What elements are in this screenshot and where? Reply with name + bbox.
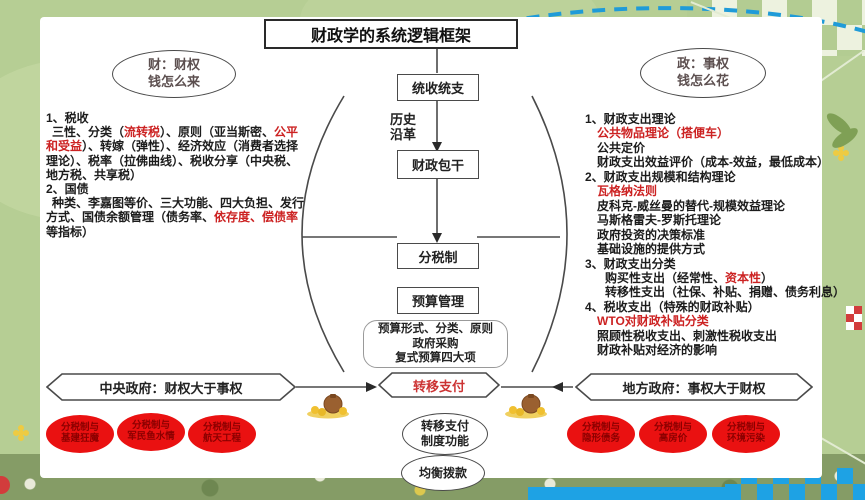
- right-note-line: 瓦格纳法则: [597, 184, 658, 199]
- page-title: 财政学的系统逻辑框架: [264, 19, 518, 49]
- spending-oval: 政：事权 钱怎么花: [640, 48, 766, 98]
- red-checker-decoration: [846, 306, 862, 330]
- right-note-line: 政府投资的决策标准: [597, 227, 706, 242]
- text-run-red: 公平和受益: [46, 125, 299, 154]
- hexagon-shape: [575, 373, 813, 401]
- red-oval-line: 基建狂魔: [60, 433, 99, 444]
- left-note-heading-tax: 1、税收: [46, 111, 89, 125]
- budget-note-line3: 复式预算四大项: [395, 352, 476, 365]
- red-oval-line: 军民鱼水情: [127, 431, 175, 442]
- left-notes-block: 1、税收 三性、分类（流转税）、原则（亚当斯密、公平和受益）、转嫁（弹性）、经济…: [46, 111, 304, 239]
- red-oval-line: 分税制与: [726, 422, 765, 434]
- right-note-line: 财政支出效益评价（成本-效益，最低成本）: [597, 155, 829, 170]
- left-note-heading-debt: 2、国债: [46, 182, 89, 197]
- budget-note-box: 预算形式、分类、原则 政府采购 复式预算四大项: [363, 320, 508, 368]
- red-oval-line: 隐形债务: [581, 433, 620, 444]
- flower-icon: [838, 150, 844, 156]
- right-note-line: WTO对财政补贴分类: [597, 314, 709, 329]
- right-note-line: 马斯格雷夫-罗斯托理论: [597, 213, 721, 228]
- hexagon-shape: [46, 373, 296, 401]
- red-oval-line: 分税制与: [60, 422, 99, 434]
- text-run: ）、原则（亚当斯密、: [160, 125, 275, 140]
- red-dot-decoration: [0, 476, 10, 494]
- page-title-text: 财政学的系统逻辑框架: [310, 28, 471, 45]
- right-note-line: 4、税收支出（特殊的财政补贴）: [585, 299, 760, 314]
- flower-icon: [18, 430, 24, 436]
- history-label-line1: 历史: [390, 112, 417, 127]
- red-oval-aerospace: 分税制与 航天工程: [188, 415, 256, 453]
- flow-node-label: 财政包干: [411, 158, 464, 173]
- right-note-line: 财政补贴对经济的影响: [597, 343, 718, 358]
- flow-node-fiscal-contract: 财政包干: [397, 150, 479, 179]
- red-oval-line: 环境污染: [726, 433, 765, 444]
- central-government-banner-label: 中央政府：财权大于事权: [99, 380, 243, 396]
- right-note-line: 1、财政支出理论: [585, 112, 676, 126]
- local-government-banner-label: 地方政府：事权大于财权: [622, 380, 766, 396]
- right-note-line: 购买性支出（经常性、资本性）: [585, 271, 825, 285]
- right-note-line: 公共物品理论（搭便车）: [597, 126, 730, 141]
- flow-node-unified-revenue: 统收统支: [397, 74, 479, 101]
- blue-bar-decoration: [528, 487, 733, 500]
- red-oval-military: 分税制与 军民鱼水情: [117, 413, 185, 451]
- local-government-banner: 地方政府：事权大于财权: [575, 373, 813, 401]
- right-note-line: 照顾性税收支出、刺激性税收支出: [597, 328, 778, 343]
- revenue-oval-line2: 钱怎么来: [147, 74, 200, 89]
- revenue-oval: 财：财权 钱怎么来: [112, 50, 236, 98]
- history-label-line2: 沿革: [390, 127, 417, 143]
- left-note-tax-details: 三性、分类（流转税）、原则（亚当斯密、公平和受益）、转嫁（弹性）、经济效应（消费…: [46, 125, 304, 182]
- text-run-red: 资本性: [725, 270, 762, 285]
- text-run: 购买性支出（经常性、: [605, 270, 726, 285]
- text-run: 三性、分类（: [52, 125, 125, 140]
- budget-note-line2: 政府采购: [412, 337, 459, 350]
- budget-note-line1: 预算形式、分类、原则: [378, 322, 493, 335]
- flow-node-tax-sharing: 分税制: [397, 243, 479, 269]
- text-run-red: 依存度、偿债率: [214, 210, 299, 225]
- transfer-function-line1: 转移支付: [420, 419, 469, 433]
- history-label: 历史 沿革: [390, 112, 416, 143]
- money-coins-icon: [505, 394, 547, 419]
- spending-oval-line2: 钱怎么花: [676, 73, 729, 88]
- right-note-line: 3、财政支出分类: [585, 256, 676, 271]
- transfer-function-line2: 制度功能: [420, 434, 469, 448]
- red-oval-housing-price: 分税制与 高房价: [639, 415, 707, 453]
- right-notes-block: 1、财政支出理论 公共物品理论（搭便车） 公共定价 财政支出效益评价（成本-效益…: [585, 112, 846, 358]
- right-note-line: 基础设施的提供方式: [597, 242, 706, 257]
- red-oval-line: 分税制与: [202, 422, 241, 434]
- red-oval-line: 分税制与: [653, 422, 692, 434]
- balanced-grant-label: 均衡拨款: [418, 465, 467, 480]
- right-note-line: 公共定价: [597, 140, 646, 155]
- flow-node-label: 分税制: [418, 249, 458, 265]
- transfer-payment-banner-label: 转移支付: [412, 378, 465, 394]
- balanced-grant-oval: 均衡拨款: [401, 455, 485, 491]
- money-coins-icon: [307, 394, 349, 419]
- red-oval-line: 航天工程: [202, 433, 241, 444]
- red-oval-hidden-debt: 分税制与 隐形债务: [567, 415, 635, 453]
- hexagon-shape: [378, 372, 500, 398]
- central-government-banner: 中央政府：财权大于事权: [46, 373, 296, 401]
- text-run: 等指标）: [46, 224, 95, 239]
- dashed-arc-decoration: [504, 6, 865, 34]
- left-note-debt-details: 种类、李嘉图等价、三大功能、四大负担、发行方式、国债余额管理（债务率、依存度、偿…: [46, 196, 304, 239]
- red-oval-line: 分税制与: [131, 420, 170, 432]
- flow-node-budget-management: 预算管理: [397, 287, 479, 314]
- right-note-line: 皮科克-威丝曼的替代-规模效益理论: [597, 198, 785, 213]
- text-run: ）、转嫁（弹性）、经济效应（消费者选择理论）、税率（拉佛曲线）、税收分享（中央税…: [46, 139, 299, 182]
- transfer-function-oval: 转移支付 制度功能: [402, 413, 488, 455]
- text-run: 种类、李嘉图等价、三大功能、四大负担、发行方式、国债余额管理（债务率、: [46, 196, 305, 225]
- red-oval-line: 高房价: [658, 433, 688, 444]
- red-oval-pollution: 分税制与 环境污染: [712, 415, 780, 453]
- revenue-oval-line1: 财：财权: [147, 57, 200, 73]
- red-oval-line: 分税制与: [581, 422, 620, 434]
- spending-oval-line1: 政：事权: [676, 56, 729, 72]
- transfer-payment-banner: 转移支付: [378, 372, 500, 398]
- right-note-line: 转移性支出（社保、补贴、捐赠、债务利息）: [605, 285, 846, 300]
- red-oval-infrastructure: 分税制与 基建狂魔: [46, 415, 114, 453]
- text-run: ）: [761, 270, 774, 285]
- right-note-line: 2、财政支出规模和结构理论: [585, 169, 736, 184]
- flow-node-label: 预算管理: [411, 294, 464, 309]
- flow-node-label: 统收统支: [411, 81, 464, 96]
- text-run-red: 流转税: [124, 125, 161, 140]
